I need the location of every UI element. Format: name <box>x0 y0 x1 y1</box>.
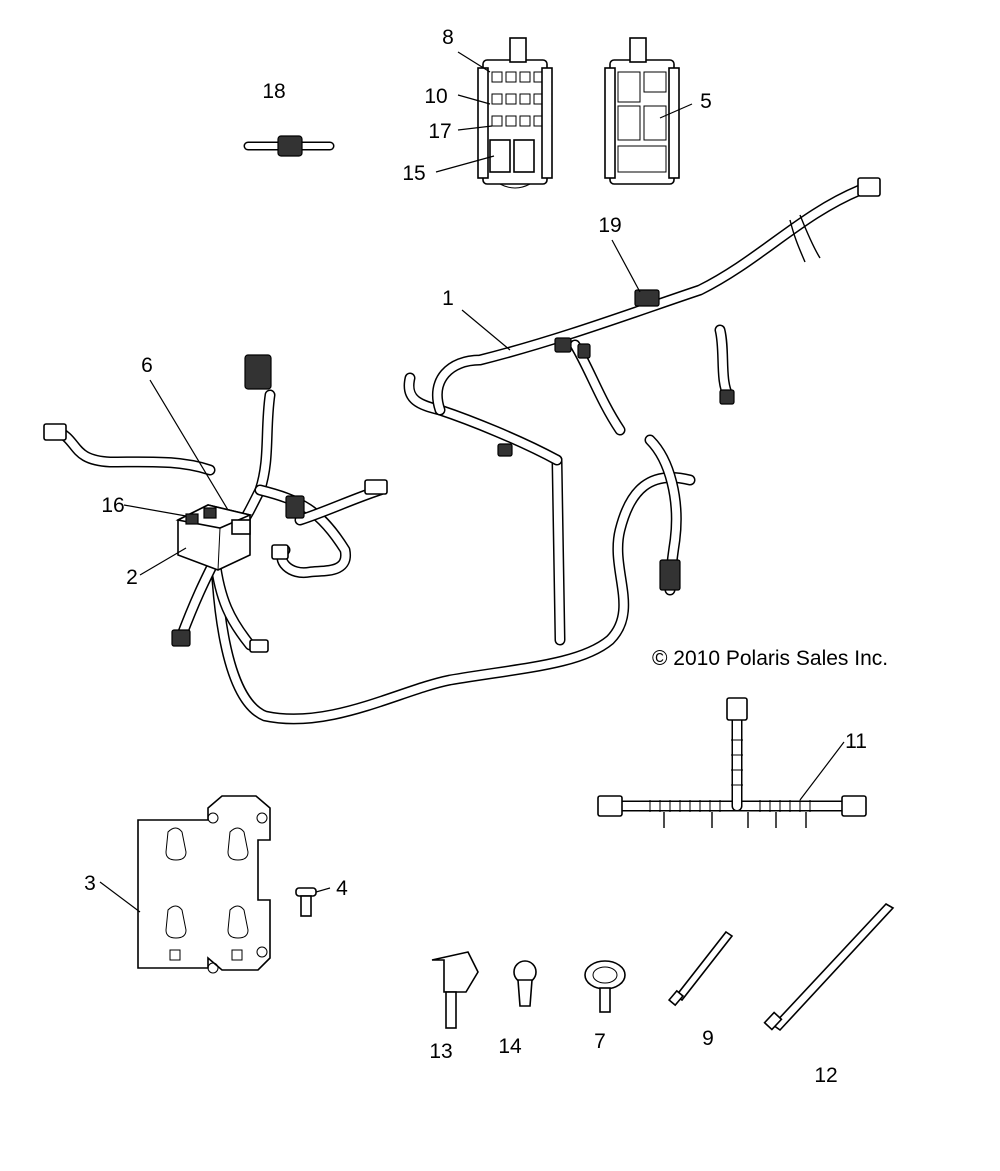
callout-5: 5 <box>700 90 712 113</box>
callout-17: 17 <box>428 120 451 143</box>
push-fastener <box>295 887 317 917</box>
callout-10: 10 <box>424 85 447 108</box>
callout-18: 18 <box>262 80 285 103</box>
round-clip <box>513 960 537 1007</box>
callout-11: 11 <box>845 730 867 753</box>
callout-19: 19 <box>598 214 621 237</box>
callout-6: 6 <box>141 354 153 377</box>
callout-16: 16 <box>101 494 124 517</box>
mounting-plate <box>137 795 271 974</box>
left-wire-harness <box>43 354 388 653</box>
callout-2: 2 <box>126 566 138 589</box>
callout-1: 1 <box>442 287 454 310</box>
conduit-clip <box>584 960 626 1013</box>
callout-8: 8 <box>442 26 454 49</box>
inline-connector <box>243 135 335 157</box>
leader-lines <box>99 51 845 913</box>
callout-14: 14 <box>498 1035 522 1058</box>
main-wire-harness <box>209 177 881 725</box>
callout-13: 13 <box>429 1040 452 1063</box>
cable-tie-small <box>667 930 734 1007</box>
fuse-box-front <box>477 37 553 189</box>
edge-clip <box>431 951 479 1029</box>
callout-labels: 8 10 17 15 5 18 19 1 6 16 2 11 3 4 13 14… <box>84 26 867 1087</box>
callout-15: 15 <box>402 162 425 185</box>
accessory-harness <box>597 697 867 828</box>
callout-7: 7 <box>594 1030 606 1053</box>
copyright-notice: © 2010 Polaris Sales Inc. <box>652 647 888 670</box>
callout-9: 9 <box>702 1027 714 1050</box>
callout-4: 4 <box>336 877 348 900</box>
cable-tie-large <box>763 902 895 1032</box>
fuse-box-back <box>604 37 680 185</box>
callout-12: 12 <box>814 1064 837 1087</box>
callout-3: 3 <box>84 872 96 895</box>
